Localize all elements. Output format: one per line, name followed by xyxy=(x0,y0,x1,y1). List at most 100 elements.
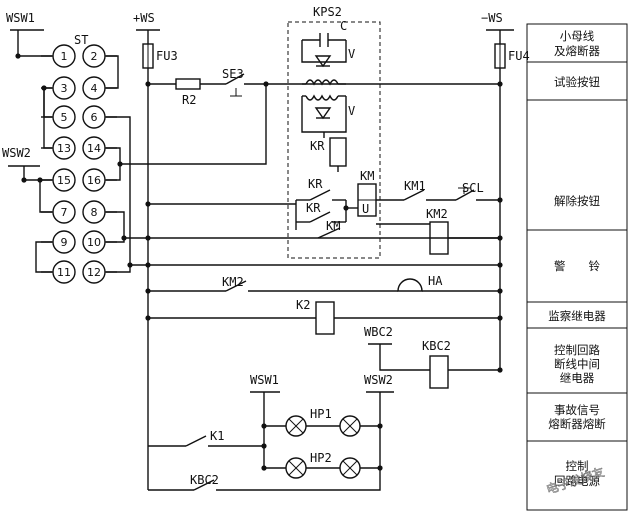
label-kr2: KR xyxy=(306,201,321,215)
label-k2: K2 xyxy=(296,298,310,312)
junction-dots xyxy=(15,53,503,471)
contact-km xyxy=(317,227,341,239)
coil-k2 xyxy=(315,301,335,335)
st-terminal-label: 6 xyxy=(91,111,98,124)
diode-v2 xyxy=(314,107,332,120)
junction-dot xyxy=(377,423,383,429)
panel-label-power-b: 回路电源 xyxy=(554,474,600,488)
panel-label-fuse-a: 事故信号 xyxy=(554,403,600,417)
contact-kr2 xyxy=(309,211,331,223)
label-ha: HA xyxy=(428,274,443,288)
label-fu3: FU3 xyxy=(156,49,178,63)
st-terminal-label: 2 xyxy=(91,50,98,63)
negative-rail: FU4 xyxy=(486,29,530,372)
label-wbc2: WBC2 xyxy=(364,325,393,339)
contact-km2 xyxy=(225,280,247,292)
label-kbc2-coil: KBC2 xyxy=(422,339,451,353)
junction-dot xyxy=(117,161,123,167)
contact-kr1 xyxy=(309,189,331,201)
panel-label-release: 解除按钮 xyxy=(554,194,600,208)
coil-kr xyxy=(329,137,347,167)
st-terminal-label: 11 xyxy=(57,266,71,279)
st-terminal-label: 3 xyxy=(61,82,68,95)
switch-se3 xyxy=(225,73,245,85)
relay-kps2: KPS2 C V V KR KR xyxy=(287,5,381,259)
panel-label-bus-b: 及熔断器 xyxy=(554,44,600,58)
label-ws-negative: −WS xyxy=(481,11,503,25)
label-wsw2: WSW2 xyxy=(2,146,31,160)
label-km2-contact: KM2 xyxy=(222,275,244,289)
st-terminal-label: 12 xyxy=(87,266,101,279)
st-terminal-label: 14 xyxy=(87,142,101,155)
panel-label-ctrl-c: 继电器 xyxy=(560,371,595,385)
panel-label-bell: 警 铃 xyxy=(554,259,600,273)
st-terminal-label: 15 xyxy=(57,174,71,187)
st-terminal-label: 4 xyxy=(91,82,98,95)
switch-scl xyxy=(455,189,475,201)
label-v2: V xyxy=(348,104,355,118)
positive-rail: FU3 xyxy=(136,29,178,490)
km2-circuit: KM2 KM xyxy=(317,207,500,255)
junction-dot xyxy=(263,81,269,87)
junction-dot xyxy=(145,81,151,87)
st-terminal-label: 1 xyxy=(61,50,68,63)
label-wsw1-lower: WSW1 xyxy=(250,373,279,387)
junction-dot xyxy=(377,465,383,471)
fuse-alarm-circuit: WSW1 WSW2 HP1 HP2 K1 KBC2 xyxy=(148,373,394,491)
label-r2: R2 xyxy=(182,93,196,107)
panel-label-power-a: 控制 xyxy=(566,459,589,473)
junction-dot xyxy=(261,465,267,471)
junction-dot xyxy=(21,177,27,183)
label-km-coil: KM xyxy=(360,169,374,183)
junction-dot xyxy=(145,288,151,294)
junction-dot xyxy=(41,85,47,91)
legend-panel: 小母线 及熔断器 试验按钮 解除按钮 警 铃 监察继电器 控制回路 断线中间 继… xyxy=(526,23,628,511)
junction-dot xyxy=(121,235,127,241)
coil-kbc2 xyxy=(429,355,449,389)
junction-dot xyxy=(37,177,43,183)
st-terminal-label: 7 xyxy=(61,206,68,219)
label-kbc2-contact: KBC2 xyxy=(190,473,219,487)
st-terminal-label: 16 xyxy=(87,174,101,187)
junction-dot xyxy=(261,423,267,429)
label-c: C xyxy=(340,19,347,33)
label-wsw2-lower: WSW2 xyxy=(364,373,393,387)
junction-dot xyxy=(145,315,151,321)
panel-label-ctrl-a: 控制回路 xyxy=(554,343,600,357)
label-wsw1: WSW1 xyxy=(6,11,35,25)
contact-km1 xyxy=(403,189,425,201)
label-fu4: FU4 xyxy=(508,49,530,63)
contact-kbc2 xyxy=(193,479,215,491)
label-kr-coil: KR xyxy=(310,139,325,153)
release-circuit: KM1 SCL xyxy=(148,179,500,205)
label-se3: SE3 xyxy=(222,67,244,81)
label-hp2: HP2 xyxy=(310,451,332,465)
junction-dot xyxy=(497,262,503,268)
test-circuit: R2 SE3 xyxy=(148,67,500,107)
label-kps2: KPS2 xyxy=(313,5,342,19)
label-scl: SCL xyxy=(462,181,484,195)
junction-dot xyxy=(145,262,151,268)
label-ws-positive: +WS xyxy=(133,11,155,25)
label-km1: KM1 xyxy=(404,179,426,193)
st-terminal-label: 8 xyxy=(91,206,98,219)
monitor-circuit: K2 xyxy=(148,298,500,335)
transformer-coil xyxy=(305,79,339,86)
panel-label-monitor: 监察继电器 xyxy=(548,309,606,323)
label-v1: V xyxy=(348,47,355,61)
contact-k1 xyxy=(185,435,207,447)
junction-dot xyxy=(497,315,503,321)
break-relay-circuit: WBC2 KBC2 xyxy=(364,325,500,389)
label-hp1: HP1 xyxy=(310,407,332,421)
junction-dot xyxy=(497,81,503,87)
panel-label-bus-a: 小母线 xyxy=(560,29,595,43)
bell-ha xyxy=(397,278,423,292)
st-terminal-label: 13 xyxy=(57,142,71,155)
st-terminal-label: 9 xyxy=(61,236,68,249)
junction-dot xyxy=(497,235,503,241)
junction-dot xyxy=(497,197,503,203)
junction-dot xyxy=(145,201,151,207)
bell-circuit: KM2 HA xyxy=(148,274,500,292)
